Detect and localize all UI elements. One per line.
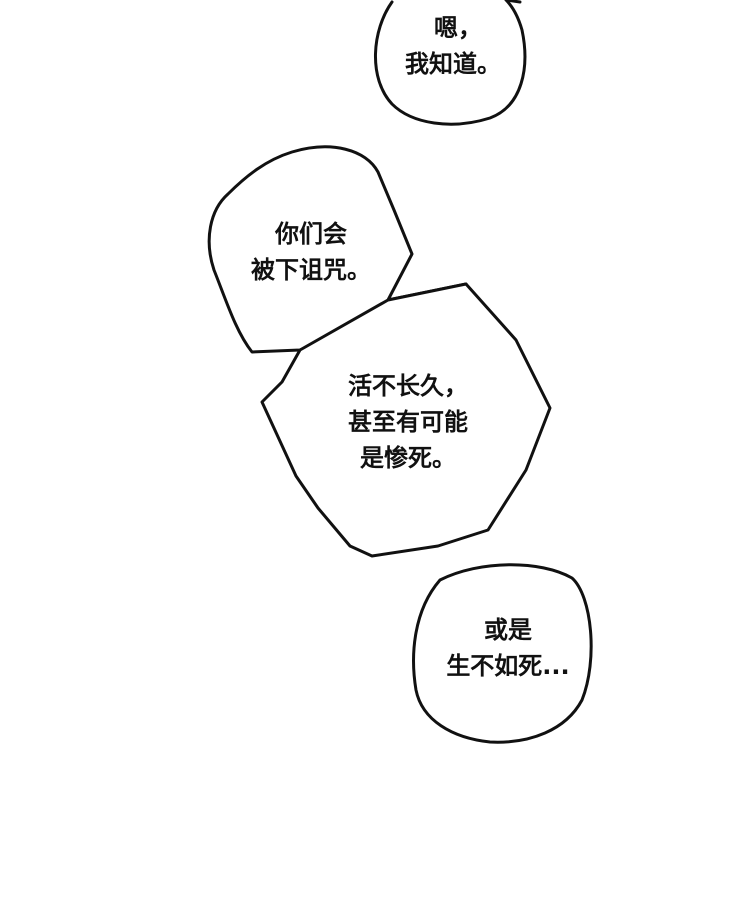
speech-bubble-1-outline xyxy=(374,0,527,126)
speech-line: 是惨死。 xyxy=(360,444,456,472)
speech-line: 生不如死... xyxy=(446,652,570,680)
speech-bubble-2-text: 你们会 被下诅咒。 xyxy=(236,216,386,288)
speech-line: 嗯， xyxy=(434,14,482,42)
speech-bubble-4-outline xyxy=(412,563,593,744)
speech-line: 你们会 xyxy=(275,220,347,248)
speech-line: 甚至有可能 xyxy=(348,408,468,436)
speech-bubble-3-text: 活不长久， 甚至有可能 是惨死。 xyxy=(328,368,488,476)
speech-line: 被下诅咒。 xyxy=(251,256,371,284)
speech-line: 我知道。 xyxy=(405,50,501,78)
speech-line: 或是 xyxy=(484,616,532,644)
speech-bubble-3-outline xyxy=(260,282,552,558)
speech-bubble-1-text: 嗯， 我知道。 xyxy=(398,10,508,82)
speech-line: 活不长久， xyxy=(348,372,468,400)
speech-bubble-4-text: 或是 生不如死... xyxy=(430,612,586,684)
